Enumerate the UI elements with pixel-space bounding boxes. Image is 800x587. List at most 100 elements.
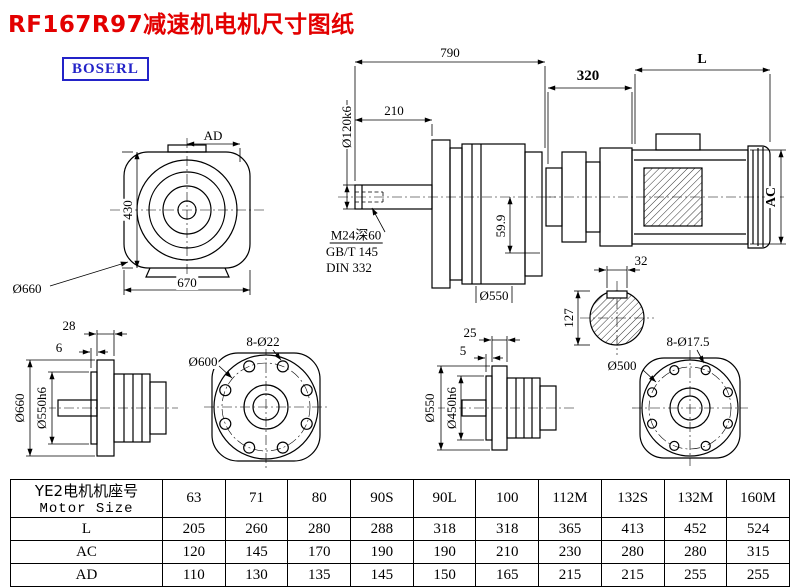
flange2-outline bbox=[461, 365, 557, 451]
col-header: 112M bbox=[538, 479, 602, 518]
flange2-dimension-lines bbox=[437, 336, 520, 451]
table-row-AD: AD 110 130 135 145 150 165 215 215 255 2… bbox=[10, 563, 790, 587]
row-label: AC bbox=[10, 540, 163, 564]
table-header-row: YE2电机机座号 Motor Size 63 71 80 90S 90L 100… bbox=[10, 479, 790, 518]
col-header: 132M bbox=[663, 479, 728, 518]
dim-cell: 145 bbox=[224, 540, 289, 564]
table-corner-cell: YE2电机机座号 Motor Size bbox=[10, 479, 163, 518]
holes-label-8x22: 8-Ø22 bbox=[245, 334, 281, 349]
row-label: AD bbox=[10, 563, 163, 587]
dim-cell: 255 bbox=[726, 563, 790, 587]
col-header: 100 bbox=[475, 479, 540, 518]
dim-cell: 413 bbox=[600, 517, 665, 541]
dim-label-670: 670 bbox=[176, 275, 198, 290]
dim-label-120k6: Ø120k6 bbox=[339, 105, 354, 149]
dim-cell: 280 bbox=[600, 540, 665, 564]
brand-logo: BOSERL bbox=[62, 57, 149, 81]
col-header: 132S bbox=[600, 479, 665, 518]
dim-cell: 260 bbox=[224, 517, 289, 541]
dim-label-500: Ø500 bbox=[606, 358, 638, 373]
holes-label-8x17-5: 8-Ø17.5 bbox=[665, 334, 711, 349]
dim-label-790: 790 bbox=[439, 45, 461, 60]
dim-cell: 210 bbox=[475, 540, 540, 564]
dim-cell: 150 bbox=[412, 563, 477, 587]
dim-label-28: 28 bbox=[61, 318, 77, 333]
col-header: 80 bbox=[287, 479, 352, 518]
thread-spec-label: M24深60 bbox=[329, 227, 383, 244]
dim-label-450h6: Ø450h6 bbox=[444, 386, 459, 430]
flange1-dimension-lines bbox=[26, 330, 127, 457]
motor-size-table: YE2电机机座号 Motor Size 63 71 80 90S 90L 100… bbox=[10, 479, 790, 587]
front-view-dimension-lines bbox=[49, 141, 251, 295]
dim-cell: 130 bbox=[224, 563, 289, 587]
side-view-outline bbox=[354, 139, 543, 289]
dim-cell: 165 bbox=[475, 563, 540, 587]
dim-cell: 255 bbox=[663, 563, 728, 587]
dim-cell: 110 bbox=[162, 563, 226, 587]
dim-cell: 288 bbox=[350, 517, 414, 541]
engineering-drawing bbox=[26, 59, 786, 469]
table-title-en: Motor Size bbox=[39, 501, 134, 517]
shaft-section-outline bbox=[589, 290, 645, 346]
standard-label-gbt: GB/T 145 bbox=[324, 244, 380, 259]
bolt-circle2-outline bbox=[639, 357, 741, 459]
dim-cell: 524 bbox=[726, 517, 790, 541]
side-view-dimension-lines bbox=[343, 59, 546, 303]
col-header: 160M bbox=[726, 479, 790, 518]
motor-outline bbox=[545, 133, 771, 249]
dim-label-L: L bbox=[696, 52, 708, 67]
tapped-hole-hidden-lines bbox=[355, 191, 384, 203]
shaft-section-dimension-lines bbox=[574, 266, 640, 346]
dim-label-127: 127 bbox=[561, 307, 576, 329]
table-title-cn: YE2电机机座号 bbox=[34, 482, 139, 500]
dim-cell: 145 bbox=[350, 563, 414, 587]
dim-cell: 205 bbox=[162, 517, 226, 541]
page-title: RF167R97减速机电机尺寸图纸 bbox=[8, 12, 355, 38]
dim-label-32: 32 bbox=[633, 253, 649, 268]
dim-label-550-bottom: Ø550 bbox=[422, 392, 437, 424]
table-row-L: L 205 260 280 288 318 318 365 413 452 52… bbox=[10, 517, 790, 541]
dim-cell: 190 bbox=[350, 540, 414, 564]
dim-cell: 280 bbox=[663, 540, 728, 564]
dim-label-600: Ø600 bbox=[187, 354, 219, 369]
col-header: 63 bbox=[162, 479, 226, 518]
dim-label-5: 5 bbox=[458, 343, 468, 358]
dim-label-660-front: Ø660 bbox=[11, 281, 43, 296]
dim-cell: 120 bbox=[162, 540, 226, 564]
standard-label-din: DIN 332 bbox=[325, 260, 373, 275]
dim-cell: 452 bbox=[663, 517, 728, 541]
dim-label-ad: AD bbox=[202, 128, 224, 143]
dim-cell: 190 bbox=[412, 540, 477, 564]
bolt-circle2-leaders bbox=[642, 349, 705, 383]
dim-label-25: 25 bbox=[462, 325, 478, 340]
dim-cell: 170 bbox=[287, 540, 352, 564]
dim-cell: 365 bbox=[538, 517, 602, 541]
row-label: L bbox=[10, 517, 163, 541]
dim-cell: 315 bbox=[726, 540, 790, 564]
dim-label-6: 6 bbox=[54, 340, 64, 355]
dim-label-550h6: Ø550h6 bbox=[34, 386, 49, 430]
dim-label-59-9: 59.9 bbox=[493, 213, 508, 239]
flange1-outline bbox=[57, 359, 167, 457]
dim-label-430: 430 bbox=[120, 199, 135, 221]
dim-label-550-side: Ø550 bbox=[478, 288, 510, 303]
bolt-circle1-centerlines bbox=[204, 345, 328, 469]
table-row-AC: AC 120 145 170 190 190 210 230 280 280 3… bbox=[10, 540, 790, 564]
dim-cell: 280 bbox=[287, 517, 352, 541]
motor-dimension-lines bbox=[547, 67, 786, 245]
bolt-circle2-centerlines bbox=[632, 350, 748, 466]
col-header: 71 bbox=[224, 479, 289, 518]
dim-label-AC: AC bbox=[764, 185, 779, 209]
bolt-circle1-leaders bbox=[218, 349, 282, 379]
bolt-circle1-outline bbox=[211, 352, 321, 462]
dim-cell: 135 bbox=[287, 563, 352, 587]
dim-cell: 215 bbox=[600, 563, 665, 587]
col-header: 90L bbox=[412, 479, 477, 518]
dim-cell: 318 bbox=[475, 517, 540, 541]
dim-label-660-bottom: Ø660 bbox=[12, 392, 27, 424]
dim-cell: 230 bbox=[538, 540, 602, 564]
dim-cell: 318 bbox=[412, 517, 477, 541]
col-header: 90S bbox=[350, 479, 414, 518]
dim-label-210: 210 bbox=[383, 103, 405, 118]
dim-label-320: 320 bbox=[575, 68, 601, 84]
